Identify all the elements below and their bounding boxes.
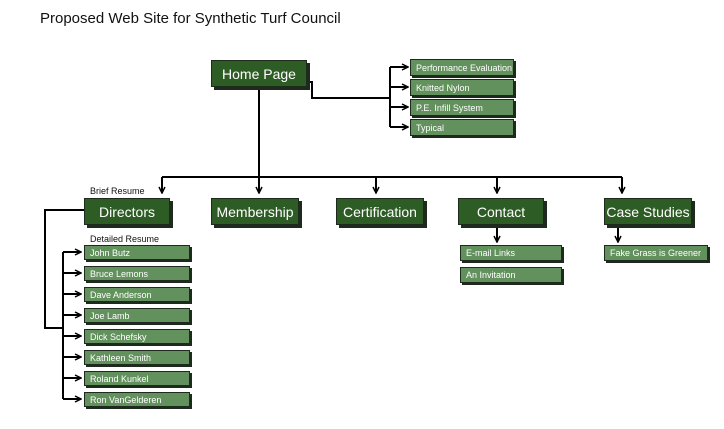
page-title: Proposed Web Site for Synthetic Turf Cou… bbox=[40, 10, 341, 27]
director-joe-lamb[interactable]: Joe Lamb bbox=[84, 308, 190, 323]
case-study-fake-grass[interactable]: Fake Grass is Greener bbox=[604, 245, 708, 261]
contact-email-links[interactable]: E-mail Links bbox=[460, 245, 562, 261]
home-page-box[interactable]: Home Page bbox=[211, 60, 307, 87]
section-contact[interactable]: Contact bbox=[458, 198, 544, 225]
brief-resume-caption: Brief Resume bbox=[90, 186, 145, 196]
home-links-connector bbox=[307, 81, 390, 99]
section-membership[interactable]: Membership bbox=[211, 198, 299, 225]
director-kathleen-smith[interactable]: Kathleen Smith bbox=[84, 350, 190, 365]
director-ron-vangelderen[interactable]: Ron VanGelderen bbox=[84, 392, 190, 407]
director-dick-schefsky[interactable]: Dick Schefsky bbox=[84, 329, 190, 344]
section-case-studies[interactable]: Case Studies bbox=[604, 198, 692, 225]
home-link-pe-infill-system[interactable]: P.E. Infill System bbox=[410, 99, 514, 116]
director-john-butz[interactable]: John Butz bbox=[84, 245, 190, 260]
section-directors[interactable]: Directors bbox=[84, 198, 170, 225]
home-link-knitted-nylon[interactable]: Knitted Nylon bbox=[410, 79, 514, 96]
section-certification[interactable]: Certification bbox=[336, 198, 424, 225]
director-roland-kunkel[interactable]: Roland Kunkel bbox=[84, 371, 190, 386]
detailed-resume-caption: Detailed Resume bbox=[90, 234, 160, 244]
director-bruce-lemons[interactable]: Bruce Lemons bbox=[84, 266, 190, 281]
contact-an-invitation[interactable]: An Invitation bbox=[460, 267, 562, 283]
home-link-typical[interactable]: Typical bbox=[410, 119, 514, 136]
home-link-performance-evaluation[interactable]: Performance Evaluation bbox=[410, 59, 514, 76]
director-dave-anderson[interactable]: Dave Anderson bbox=[84, 287, 190, 302]
directors-bracket bbox=[44, 209, 84, 329]
